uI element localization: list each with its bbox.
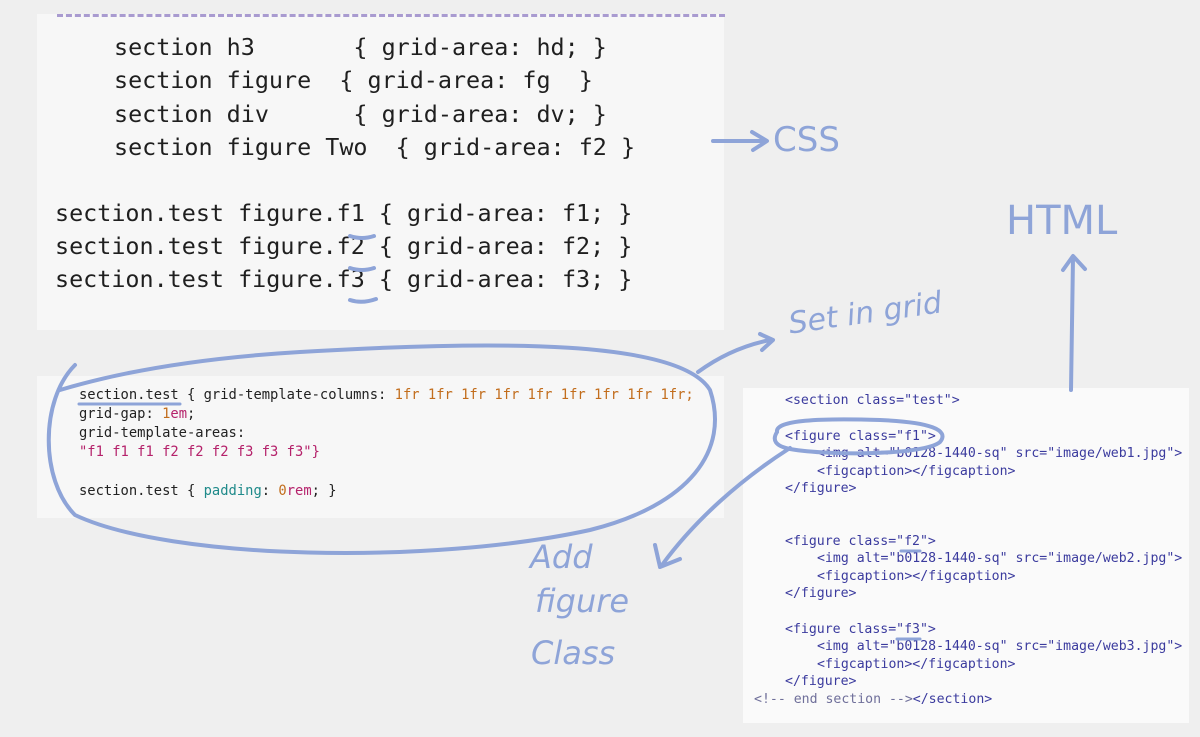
arrow-to-css — [711, 130, 769, 152]
arrow-set-in-grid — [696, 332, 775, 374]
code-line: <section class="test"> — [785, 393, 960, 408]
code-line: section h3 { grid-area: hd; } — [114, 33, 607, 61]
code-line: </figure> — [785, 481, 857, 496]
arrow-add-figure-class — [653, 446, 792, 569]
code-text: { grid-template-columns: — [178, 387, 395, 403]
css-code-panel-grid: section.test { grid-template-columns: 1f… — [37, 376, 724, 518]
code-line: <figcaption></figcaption> — [817, 464, 1016, 479]
code-line: <img alt="b0128-1440-sq" src="image/web3… — [817, 639, 1183, 654]
selector: section.test — [79, 387, 179, 403]
code-line: section.test figure.f1 { grid-area: f1; … — [55, 199, 633, 227]
unit: em — [170, 406, 188, 422]
code-line: section.test { padding: 0rem; } — [79, 482, 337, 501]
code-line: section.test figure.f3 { grid-area: f3; … — [55, 265, 633, 293]
number: 0 — [278, 483, 287, 499]
f1-ellipse — [772, 417, 945, 456]
code-line: </figure> — [785, 674, 857, 689]
code-line: section figure { grid-area: fg } — [114, 66, 593, 94]
code-line: section.test { grid-template-columns: 1f… — [79, 386, 694, 405]
add-annotation: Add — [530, 538, 593, 576]
code-text: section.test { — [79, 483, 204, 499]
code-line: grid-gap: 1em; — [79, 405, 195, 424]
code-text: </section> — [912, 692, 993, 707]
code-line: <figure class="f1"> — [785, 429, 936, 444]
comment: <!-- end section --> — [754, 692, 913, 707]
code-line: <img alt="b0128-1440-sq" src="image/web1… — [817, 446, 1183, 461]
code-line: <figcaption></figcaption> — [817, 657, 1016, 672]
code-line: section figure Two { grid-area: f2 } — [114, 133, 636, 161]
code-line: <img alt="b0128-1440-sq" src="image/web2… — [817, 551, 1183, 566]
code-line: <figcaption></figcaption> — [817, 569, 1016, 584]
code-text: ; — [187, 406, 196, 422]
code-text: ; } — [311, 483, 337, 499]
grid-ellipse — [46, 343, 717, 555]
code-line: section.test figure.f2 { grid-area: f2; … — [55, 232, 633, 260]
code-text: : — [261, 483, 279, 499]
underline-f3 — [348, 297, 378, 304]
code-line: grid-template-areas: — [79, 425, 246, 441]
css-annotation: CSS — [773, 120, 840, 160]
code-line: <!-- end section --></section> — [754, 691, 992, 709]
figure-annotation: figure — [535, 582, 630, 620]
code-line: </figure> — [785, 586, 857, 601]
property: padding — [203, 483, 262, 499]
number: 1 — [162, 406, 171, 422]
code-text: grid-gap: — [79, 406, 163, 422]
underline-f2 — [348, 266, 376, 272]
code-line: <figure class="f3"> — [785, 622, 936, 637]
class-annotation: Class — [531, 634, 616, 672]
html-annotation: HTML — [1006, 198, 1118, 244]
dashed-divider — [57, 14, 725, 17]
html-code-panel: <section class="test"> <figure class="f1… — [743, 388, 1189, 723]
code-line: "f1 f1 f1 f2 f2 f2 f3 f3 f3"} — [79, 444, 320, 460]
code-line: section div { grid-area: dv; } — [114, 100, 607, 128]
code-line: <figure class="f2"> — [785, 534, 936, 549]
unit: rem — [286, 483, 312, 499]
fr-values: 1fr 1fr 1fr 1fr 1fr 1fr 1fr 1fr 1fr; — [394, 387, 694, 403]
underline-f1 — [348, 234, 376, 240]
css-code-panel-top: section h3 { grid-area: hd; } section fi… — [37, 14, 725, 330]
arrow-to-html — [1061, 254, 1087, 392]
